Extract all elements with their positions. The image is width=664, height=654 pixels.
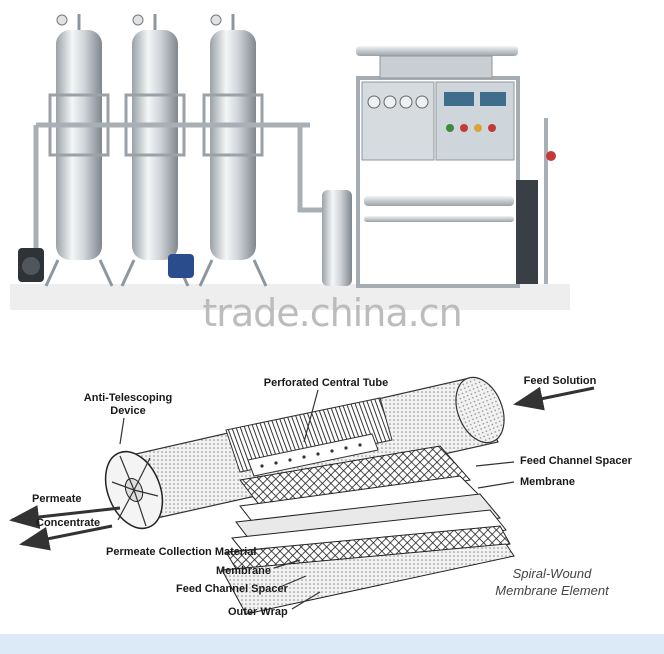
booster-pump-middle: [168, 254, 194, 278]
label-permeate: Permeate: [32, 493, 82, 505]
unrolled-sheets: [221, 445, 515, 615]
spiral-wound-diagram: Anti-Telescoping Device Perforated Centr…: [9, 375, 633, 618]
feed-solution-arrow: [513, 386, 595, 411]
label-concentrate: Concentrate: [36, 517, 100, 529]
connecting-pipes: [33, 122, 330, 250]
floor-shadow: [10, 284, 570, 310]
filter-tank-3: [198, 14, 268, 287]
label-feed-channel-spacer-top: Feed Channel Spacer: [520, 455, 633, 467]
ro-unit-frame: [322, 46, 556, 288]
filter-tank-2: [120, 14, 190, 287]
perforated-central-tube: [247, 433, 379, 477]
label-perforated-central-tube: Perforated Central Tube: [264, 377, 389, 389]
outer-wrap-sheet: [221, 543, 515, 615]
label-feed-solution: Feed Solution: [524, 375, 597, 387]
equipment-photo: trade.china.cn: [10, 14, 570, 330]
label-device: Device: [110, 405, 145, 417]
label-membrane-bottom: Membrane: [216, 565, 271, 577]
watermark-text: trade.china.cn: [202, 291, 461, 330]
leader-lines: [119, 389, 515, 610]
permeate-arrow: [9, 505, 121, 529]
flow-arrows: [9, 386, 595, 551]
label-feed-channel-spacer-bottom: Feed Channel Spacer: [176, 583, 289, 595]
bottom-strip: [0, 634, 664, 654]
label-outer-wrap: Outer Wrap: [228, 606, 288, 618]
caption-line-1: Spiral-Wound: [513, 566, 593, 581]
filter-tank-1: [44, 14, 114, 287]
concentrate-arrow: [19, 524, 113, 551]
label-anti-telescoping: Anti-Telescoping: [84, 392, 172, 404]
label-permeate-collection: Permeate Collection Material: [106, 546, 256, 558]
label-membrane-top: Membrane: [520, 476, 575, 488]
wound-layers: [225, 397, 393, 473]
booster-pump-left: [18, 248, 44, 282]
caption-line-2: Membrane Element: [495, 583, 610, 598]
